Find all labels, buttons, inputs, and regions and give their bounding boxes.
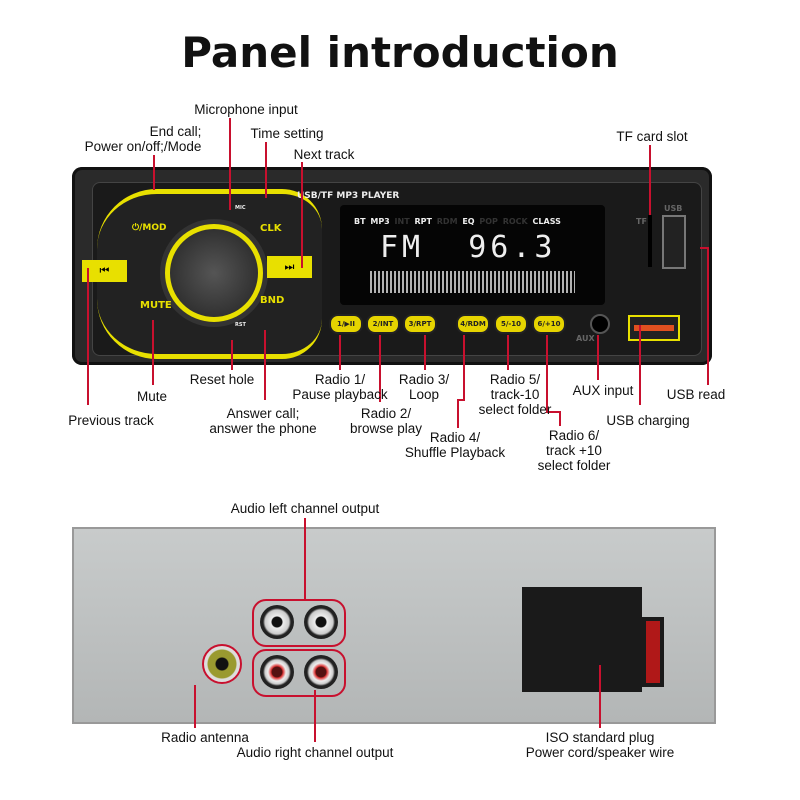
volume-knob[interactable] <box>165 224 263 322</box>
label-radio-1: Radio 1/Pause playback <box>292 372 388 402</box>
lcd-rock: ROCK <box>502 217 528 226</box>
label-aux-input: AUX input <box>572 383 634 398</box>
audio-left-outputs <box>252 599 346 647</box>
lcd-bt: BT <box>354 217 366 226</box>
label-audio-left: Audio left channel output <box>230 501 380 516</box>
mod-button[interactable]: ⏻/MOD <box>132 223 167 233</box>
label-previous-track: Previous track <box>68 413 154 428</box>
radio-6-button[interactable]: 6/+10 <box>532 314 566 334</box>
label-next-track: Next track <box>293 147 355 162</box>
aux-label: AUX <box>576 334 595 343</box>
label-usb-read: USB read <box>666 387 726 402</box>
label-radio-3: Radio 3/Loop <box>398 372 450 402</box>
iso-connector <box>522 587 642 692</box>
lcd-int: INT <box>394 217 410 226</box>
tf-label: TF <box>636 217 647 226</box>
rca-red-left <box>260 655 294 689</box>
rca-red-right <box>304 655 338 689</box>
lcd-spectrum <box>370 271 575 293</box>
label-answer-call: Answer call;answer the phone <box>209 406 317 436</box>
label-radio-4: Radio 4/Shuffle Playback <box>404 430 506 460</box>
clk-button[interactable]: CLK <box>260 223 282 234</box>
display: BT MP3 INT RPT RDM EQ POP ROCK CLASS FM … <box>340 205 605 305</box>
lcd-readout: FM 96.3 <box>380 230 557 265</box>
antenna-socket <box>202 644 242 684</box>
lcd-pop: POP <box>479 217 498 226</box>
lcd-eq: EQ <box>462 217 475 226</box>
page-title: Panel introduction <box>181 28 619 77</box>
radio-1-button[interactable]: 1/▶II <box>329 314 363 334</box>
tf-card-slot[interactable] <box>648 215 652 267</box>
usb-read-port[interactable] <box>662 215 686 269</box>
label-reset-hole: Reset hole <box>189 372 255 387</box>
brand-label: USB/TF MP3 PLAYER <box>297 191 400 201</box>
label-usb-charging: USB charging <box>606 413 690 428</box>
front-panel: ⏮ ⏭ ⏻/MOD CLK MUTE BND MIC RST USB/TF MP… <box>72 167 712 365</box>
lcd-indicators: BT MP3 INT RPT RDM EQ POP ROCK CLASS <box>354 217 561 227</box>
rst-label: RST <box>235 322 246 328</box>
audio-right-outputs <box>252 649 346 697</box>
rca-white-left <box>260 605 294 639</box>
lcd-rpt: RPT <box>414 217 432 226</box>
lcd-mp3: MP3 <box>370 217 390 226</box>
label-time-setting: Time setting <box>250 126 324 141</box>
mic-label: MIC <box>235 205 246 211</box>
back-panel <box>72 527 716 724</box>
lcd-class: CLASS <box>532 217 561 226</box>
label-end-call: End call;Power on/off;/Mode <box>84 124 202 154</box>
radio-5-button[interactable]: 5/-10 <box>494 314 528 334</box>
usb-charging-port[interactable] <box>628 315 680 341</box>
aux-jack[interactable] <box>590 314 610 334</box>
label-radio-antenna: Radio antenna <box>161 730 249 745</box>
radio-4-button[interactable]: 4/RDM <box>456 314 490 334</box>
label-mute: Mute <box>136 389 168 404</box>
label-audio-right: Audio right channel output <box>236 745 394 760</box>
radio-3-button[interactable]: 3/RPT <box>403 314 437 334</box>
mute-button[interactable]: MUTE <box>140 300 172 311</box>
prev-track-button[interactable]: ⏮ <box>82 260 127 282</box>
lcd-rdm: RDM <box>436 217 458 226</box>
label-tf-card-slot: TF card slot <box>616 129 688 144</box>
label-microphone-input: Microphone input <box>194 102 298 117</box>
usb-label: USB <box>664 204 683 213</box>
label-radio-2: Radio 2/browse play <box>349 406 423 436</box>
fuse <box>642 617 664 687</box>
bnd-button[interactable]: BND <box>260 295 285 306</box>
radio-2-button[interactable]: 2/INT <box>366 314 400 334</box>
next-track-button[interactable]: ⏭ <box>267 256 312 278</box>
rca-white-right <box>304 605 338 639</box>
